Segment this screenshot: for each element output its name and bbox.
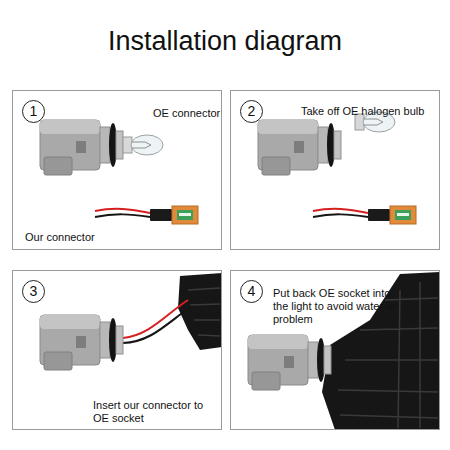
panel-1-art xyxy=(40,120,123,175)
step-number: 3 xyxy=(30,283,38,299)
step-caption: Take off OE halogen bulb xyxy=(301,105,437,118)
panel-2-art xyxy=(258,120,341,175)
step-panel: Put back OE socket into the light to avo… xyxy=(230,270,440,430)
step-caption: OE connector xyxy=(153,107,225,120)
panel-4-art xyxy=(248,335,331,390)
lamp-housing xyxy=(188,288,220,336)
step-number-circle: 3 xyxy=(22,280,45,303)
step-number-circle: 1 xyxy=(22,100,45,123)
step-number: 1 xyxy=(30,103,38,119)
step-panel: Insert our connector to OE socket 3 xyxy=(12,270,222,430)
step-panel: OE connectorOur connector 1 xyxy=(12,90,222,250)
step-panel: Take off OE halogen bulb 2 xyxy=(230,90,440,250)
panel-3-art xyxy=(40,315,123,370)
step-number: 4 xyxy=(248,283,256,299)
panel-1-art xyxy=(40,120,198,224)
step-number-circle: 4 xyxy=(240,280,263,303)
step-number: 2 xyxy=(248,103,256,119)
step-caption: Insert our connector to OE socket xyxy=(93,399,205,425)
panel-1-art xyxy=(95,206,198,224)
panel-4-art xyxy=(248,272,440,430)
step-caption: Our connector xyxy=(25,231,120,244)
step-caption: Put back OE socket into the light to avo… xyxy=(273,287,397,326)
wire xyxy=(123,306,192,343)
panel-2-art xyxy=(313,206,416,224)
step-number-circle: 2 xyxy=(240,100,263,123)
panel-3-art xyxy=(40,273,222,370)
panel-2-art xyxy=(258,112,416,224)
panel-1-art xyxy=(123,135,163,155)
diagram-title: Installation diagram xyxy=(0,26,450,57)
